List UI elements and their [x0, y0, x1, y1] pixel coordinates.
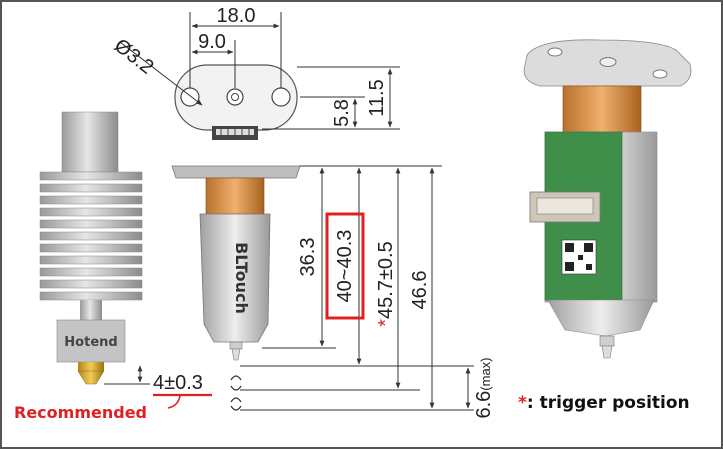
- highlight-box: [325, 212, 365, 320]
- trigger-legend: *: trigger position: [518, 393, 690, 413]
- recommended-label: Recommended: [14, 403, 147, 422]
- dim-5-8-label: 5.8: [331, 99, 353, 127]
- dim-6-6-suffix: (max): [478, 357, 493, 390]
- bltouch-logo-text: BLTouch: [232, 242, 251, 314]
- hotend-illustration: Hotend: [39, 111, 143, 385]
- trigger-asterisk: *: [375, 319, 397, 327]
- dim-45-7-value: 45.7±0.5: [375, 241, 397, 319]
- probe-pin-positions: [230, 375, 242, 411]
- dim-40-40-3-label: 40~40.3: [334, 230, 356, 303]
- top-view-dimensions: [119, 12, 400, 130]
- dim-18-label: 18.0: [217, 5, 256, 27]
- dim-46-6-label: 46.6: [409, 271, 431, 310]
- legend-asterisk: *: [518, 393, 527, 413]
- bltouch-side-view: BLTouch: [171, 165, 301, 361]
- dim-45-7-label: *45.7±0.5: [375, 241, 397, 327]
- dim-6-6-label: 6.6(max): [473, 357, 495, 418]
- recommended-pointer: [167, 395, 181, 409]
- legend-text: : trigger position: [527, 393, 690, 413]
- top-view-mount: [174, 64, 298, 140]
- dim-4-label: 4±0.3: [153, 372, 203, 394]
- dim-6-6-value: 6.6: [473, 391, 495, 419]
- dim-11-5-label: 11.5: [366, 79, 388, 116]
- nozzle-offset-dimension: [104, 365, 150, 385]
- side-view-dimensions: [240, 165, 474, 411]
- dim-36-3-label: 36.3: [297, 238, 319, 277]
- dim-9-label: 9.0: [198, 31, 226, 53]
- bltouch-3d-render: [523, 39, 692, 359]
- hotend-label: Hotend: [64, 335, 117, 350]
